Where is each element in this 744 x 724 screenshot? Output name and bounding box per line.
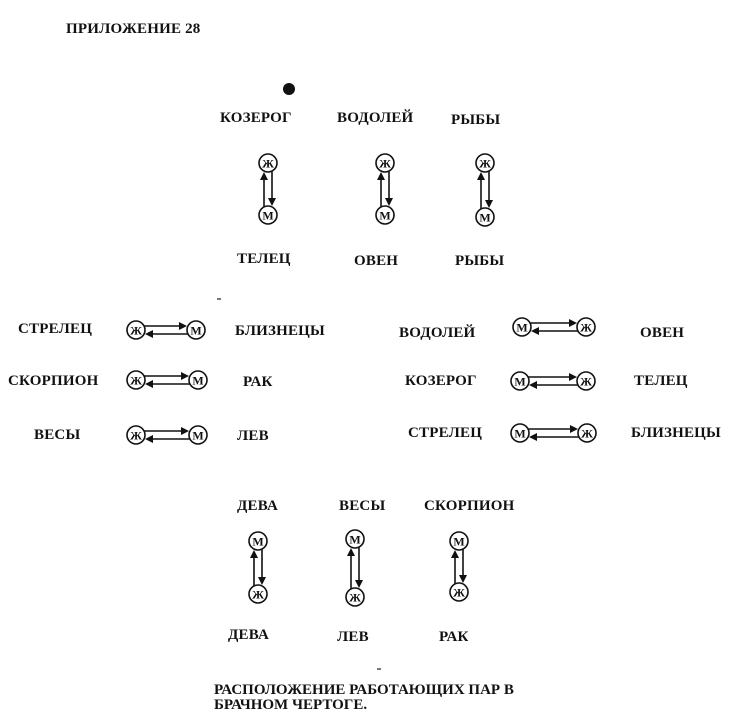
pair-sagittarius-gemini-right-circle [186,320,206,340]
right-group-label-capricorn: КОЗЕРОГ [405,373,477,389]
pair-capricorn-taurus-right-right-symbol: Ж [580,375,592,389]
pair-virgo-virgo-top-symbol: М [252,535,263,549]
pair-libra-leo-right-symbol: М [192,429,203,443]
top-lower-label-taurus: ТЕЛЕЦ [237,251,291,267]
pair-libra-leo-left-circle [126,425,146,445]
pair-sagittarius-gemini-left-symbol: Ж [130,324,142,338]
pair-capricorn-taurus-bottom-circle [258,205,278,225]
right-group-label-aries: ОВЕН [640,325,685,341]
top-lower-label-pisces: РЫБЫ [455,253,505,269]
caption-line-2: БРАЧНОМ ЧЕРТОГЕ. [214,697,368,713]
pair-sagittarius-gemini-right-symbol: М [190,324,201,338]
bottom-lower-label-cancer: РАК [439,629,469,645]
pair-libra-leo-bottom-top-circle [345,529,365,549]
right-group-label-aquarius: ВОДОЛЕЙ [399,325,476,341]
figure-caption: РАСПОЛОЖЕНИЕ РАБОТАЮЩИХ ПАР В БРАЧНОМ ЧЕ… [214,683,514,713]
pair-pisces-pisces-top-symbol: Ж [479,157,491,171]
pair-aquarius-aries-bottom-circle [375,205,395,225]
pair-scorpio-cancer-bottom-top-circle [449,531,469,551]
pair-aquarius-aries-top-symbol: Ж [379,157,391,171]
pair-sagittarius-gemini-right-left-symbol: М [514,427,525,441]
pair-aquarius-aries-right-left-symbol: М [516,321,527,335]
page-heading: ПРИЛОЖЕНИЕ 28 [66,21,201,37]
pair-capricorn-taurus-right-left-circle [510,371,530,391]
pair-capricorn-taurus-right-right-circle [576,371,596,391]
scan-speck [377,668,381,670]
pair-scorpio-cancer-bottom-bottom-symbol: Ж [453,586,465,600]
right-group-label-sagittarius: СТРЕЛЕЦ [408,425,483,441]
bottom-upper-label-scorpio: СКОРПИОН [424,498,515,514]
pair-aquarius-aries-right-right-symbol: Ж [580,321,592,335]
pair-scorpio-cancer-left-symbol: Ж [130,374,142,388]
pair-virgo-virgo-bottom-symbol: Ж [252,588,264,602]
pair-libra-leo-right-circle [188,425,208,445]
pair-scorpio-cancer-right-symbol: М [192,374,203,388]
caption-line-1: РАСПОЛОЖЕНИЕ РАБОТАЮЩИХ ПАР В [214,682,514,698]
pair-sagittarius-gemini-right-right-symbol: Ж [581,427,593,441]
pair-scorpio-cancer-right-circle [188,370,208,390]
pair-virgo-virgo-bottom-circle [248,584,268,604]
right-group-label-taurus: ТЕЛЕЦ [634,373,688,389]
pair-capricorn-taurus-right-left-symbol: М [514,375,525,389]
top-lower-label-aries: ОВЕН [354,253,399,269]
pair-pisces-pisces-bottom-circle [475,207,495,227]
left-group-label-sagittarius: СТРЕЛЕЦ [18,321,93,337]
pair-scorpio-cancer-bottom-bottom-circle [449,582,469,602]
bottom-lower-label-leo: ЛЕВ [337,629,369,645]
pair-pisces-pisces-top-circle [475,153,495,173]
pair-pisces-pisces-bottom-symbol: М [479,211,490,225]
left-group-label-gemini: БЛИЗНЕЦЫ [235,323,325,339]
pair-scorpio-cancer-left-circle [126,370,146,390]
pair-sagittarius-gemini-left-circle [126,320,146,340]
bottom-upper-label-libra: ВЕСЫ [339,498,386,514]
left-group-label-libra: ВЕСЫ [34,427,81,443]
pair-aquarius-aries-right-right-circle [576,317,596,337]
pair-capricorn-taurus-bottom-symbol: М [262,209,273,223]
pair-capricorn-taurus-top-symbol: Ж [262,157,274,171]
right-group-label-gemini: БЛИЗНЕЦЫ [631,425,721,441]
top-upper-label-capricorn: КОЗЕРОГ [220,110,292,126]
pair-libra-leo-bottom-bottom-circle [345,587,365,607]
pair-capricorn-taurus-top-circle [258,153,278,173]
bottom-upper-label-virgo: ДЕВА [237,498,279,514]
pair-libra-leo-left-symbol: Ж [130,429,142,443]
left-group-label-leo: ЛЕВ [237,428,269,444]
pair-scorpio-cancer-bottom-top-symbol: М [453,535,464,549]
left-group-label-cancer: РАК [243,374,273,390]
scan-speck [217,298,221,300]
pair-libra-leo-bottom-bottom-symbol: Ж [349,591,361,605]
pair-aquarius-aries-top-circle [375,153,395,173]
top-upper-label-pisces: РЫБЫ [451,112,501,128]
pair-virgo-virgo-top-circle [248,531,268,551]
pair-aquarius-aries-bottom-symbol: М [379,209,390,223]
pair-libra-leo-bottom-top-symbol: М [349,533,360,547]
pair-sagittarius-gemini-right-left-circle [510,423,530,443]
bottom-lower-label-virgo: ДЕВА [228,627,270,643]
top-upper-label-aquarius: ВОДОЛЕЙ [337,110,414,126]
left-group-label-scorpio: СКОРПИОН [8,373,99,389]
pair-aquarius-aries-right-left-circle [512,317,532,337]
dot-marker [283,83,295,95]
pair-sagittarius-gemini-right-right-circle [577,423,597,443]
